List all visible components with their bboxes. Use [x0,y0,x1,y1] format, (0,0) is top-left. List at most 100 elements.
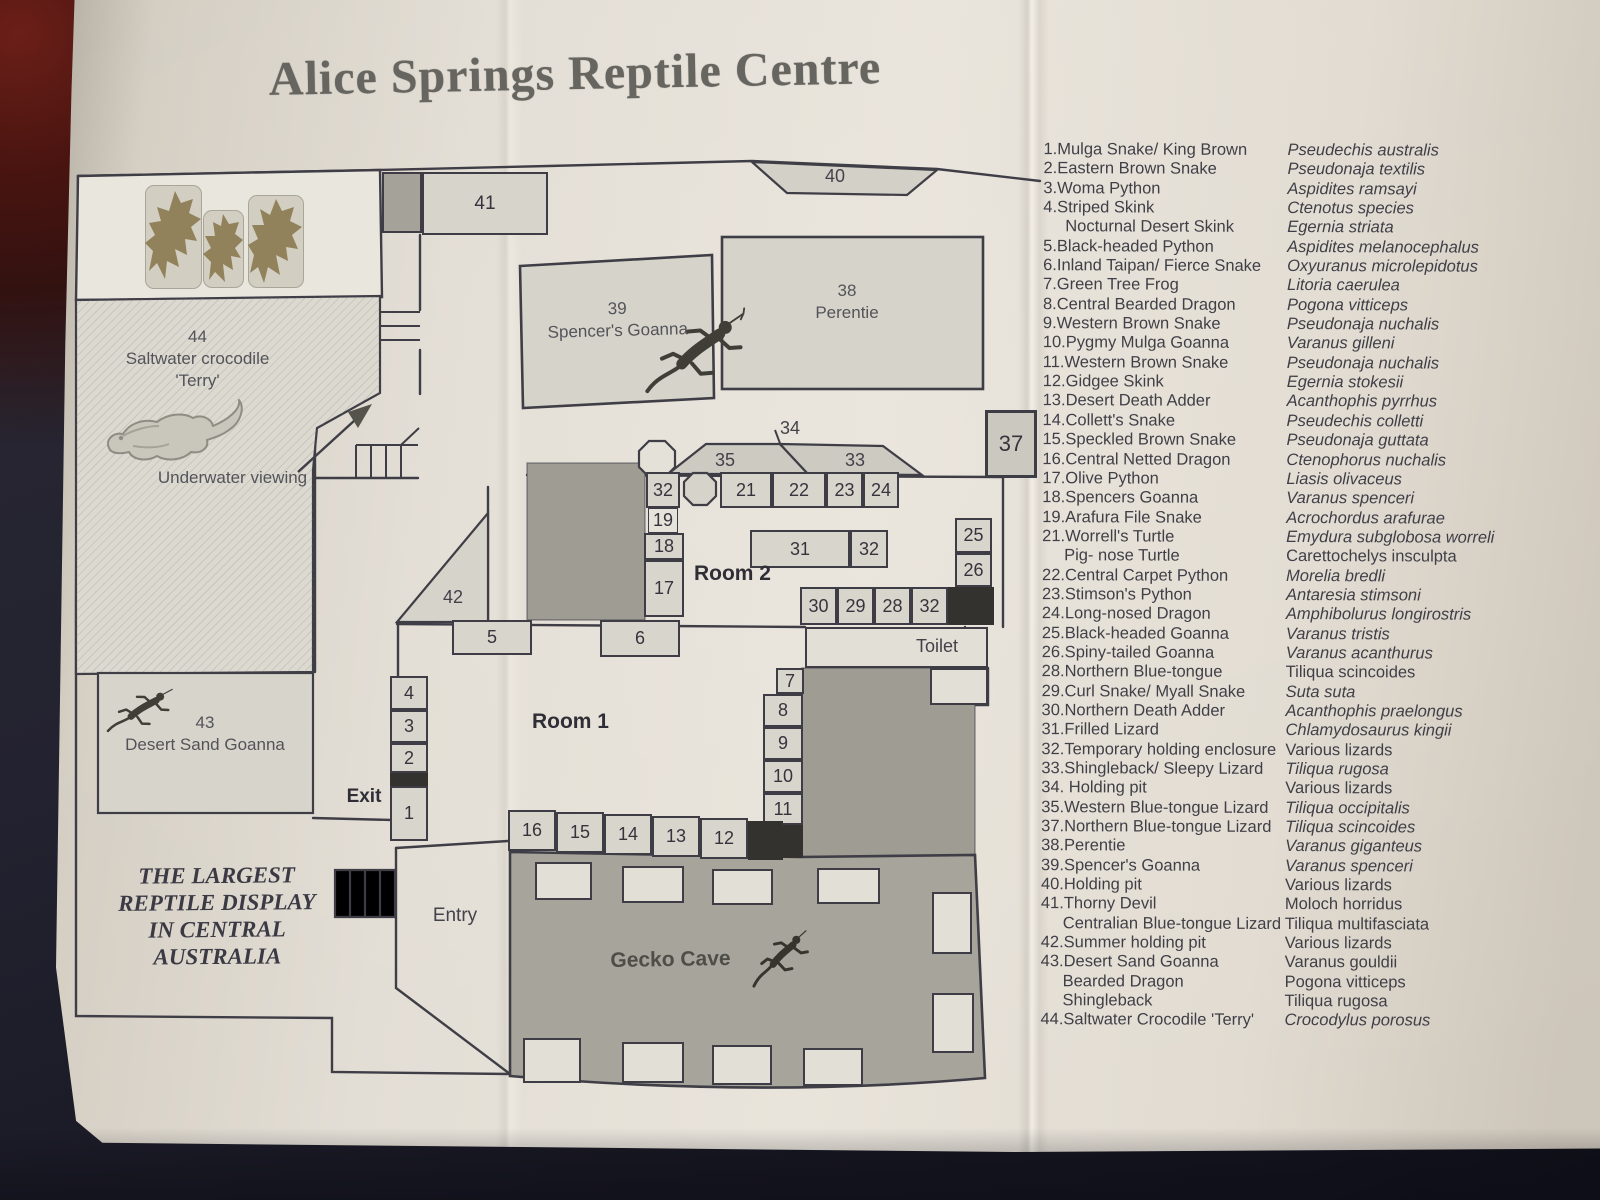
legend-row: 3.Woma Python Aspidites ramsayi [1043,179,1533,200]
species-scientific-name: Tiliqua occipitalis [1285,798,1410,818]
species-common-name: 39.Spencer's Goanna [1040,855,1201,875]
species-scientific-name: Pseudechis australis [1287,140,1439,160]
species-scientific-name: Carettochelys insculpta [1286,547,1457,566]
display-box [535,862,592,900]
enclosure-cell: 5 [452,620,532,655]
species-common-name: 21.Worrell's Turtle [1042,527,1175,546]
label-34: 34 [779,418,801,438]
species-scientific-name: Tiliqua rugosa [1284,992,1388,1011]
species-common-name: 26.Spiny-tailed Goanna [1041,643,1215,662]
display-box [622,1042,684,1083]
species-common-name: 32.Temporary holding enclosure [1041,739,1277,759]
label-33: 33 [844,450,866,470]
label-40: 40 [824,166,846,186]
species-common-name: 16.Central Netted Dragon [1042,449,1231,469]
species-scientific-name: Various lizards [1285,779,1393,798]
gecko-cave-label: Gecko Cave [610,946,731,973]
stairs-mid [355,427,420,477]
species-common-name: 15.Speckled Brown Snake [1042,430,1237,449]
enclosure-cell: 29 [837,587,874,625]
species-scientific-name: Varanus acanthurus [1285,643,1433,663]
species-scientific-name: Egernia stokesii [1286,373,1404,392]
legend-row: 37.Northern Blue-tongue Lizard Tiliqua sc… [1041,817,1531,838]
species-scientific-name: Varanus spenceri [1286,489,1415,508]
enclosure-cell: 3 [390,710,428,743]
species-common-name: 3.Woma Python [1043,178,1161,198]
species-scientific-name: Pogona vitticeps [1284,972,1406,992]
species-common-name: 28.Northern Blue-tongue [1041,662,1223,682]
label-42: 42 [442,587,464,607]
species-common-name: 5.Black-headed Python [1043,236,1214,256]
species-common-name: 29.Curl Snake/ Myall Snake [1041,681,1246,701]
room-1-label: Room 1 [531,710,609,733]
species-common-name: 38.Perentie [1041,836,1126,855]
species-scientific-name: Pseudonaja nuchalis [1286,353,1440,373]
species-scientific-name: Liasis olivaceus [1286,469,1402,489]
display-box [712,869,773,905]
species-common-name: 43.Desert Sand Goanna [1040,952,1219,972]
thorny-devil-photo [203,210,244,288]
legend-row: 13.Desert Death Adder Acanthophis pyrrhus [1043,392,1533,413]
entry-label: Entry [432,905,478,926]
enclosure-cell: 24 [863,472,899,508]
species-common-name: 42.Summer holding pit [1040,933,1206,952]
species-common-name: 12.Gidgee Skink [1042,372,1164,391]
species-common-name: 40.Holding pit [1040,875,1142,894]
species-scientific-name: Various lizards [1284,876,1392,895]
species-scientific-name: Tiliqua scincoides [1285,818,1416,837]
species-common-name: 6.Inland Taipan/ Fierce Snake [1043,256,1262,275]
area-38-label: 38 Perentie [815,281,879,322]
legend-row: 44.Saltwater Crocodile 'Terry'Crocodylus… [1040,1011,1530,1032]
enclosure-cell: 32 [911,587,948,625]
species-scientific-name: Pogona vitticeps [1286,295,1409,315]
species-scientific-name: Acanthophis praelongus [1285,701,1463,721]
slogan-line: REPTILE DISPLAY [118,889,316,916]
thorny-devil-photo [145,185,202,289]
slogan: THE LARGEST REPTILE DISPLAY IN CENTRAL A… [92,861,343,971]
legend-row: 42.Summer holding pit Various lizards [1041,933,1531,954]
species-common-name: Nocturnal Desert Skink [1065,217,1235,237]
enclosure-cell: 30 [800,587,837,625]
species-scientific-name: Acanthophis pyrrhus [1286,392,1438,411]
display-box [523,1038,581,1083]
species-scientific-name: Oxyuranus microlepidotus [1287,257,1478,276]
enclosure-cell: 1 [390,786,428,841]
legend-row: Bearded Dragon Pogona vitticeps [1041,972,1531,993]
enclosure-cell: 25 [955,518,992,553]
species-common-name: 37.Northern Blue-tongue Lizard [1041,817,1272,836]
species-scientific-name: Tiliqua rugosa [1285,759,1389,779]
species-common-name: Shingleback [1062,991,1153,1010]
octagon-enclosure [682,471,718,507]
species-scientific-name: Aspidites ramsayi [1287,179,1417,199]
species-common-name: Bearded Dragon [1062,972,1184,991]
species-scientific-name: Antaresia stimsoni [1285,585,1421,605]
species-common-name: 30.Northern Death Adder [1041,701,1226,720]
species-common-name: 24.Long-nosed Dragon [1041,604,1211,623]
dark-block-a [526,462,646,621]
enclosure-cell: 28 [874,587,911,625]
species-common-name: 13.Desert Death Adder [1042,391,1211,411]
enclosure-37: 37 [985,410,1037,478]
species-scientific-name: Varanus gouldii [1284,953,1398,972]
species-scientific-name: Varanus tristis [1285,624,1390,643]
enclosure-cell: 23 [826,472,863,508]
enclosure-cell: 4 [390,676,428,710]
species-common-name: 8.Central Bearded Dragon [1042,294,1236,314]
species-scientific-name: Suta suta [1285,682,1356,701]
display-box [932,993,974,1053]
species-scientific-name: Moloch horridus [1284,895,1403,914]
enclosure-cell: 32 [850,530,888,568]
species-scientific-name: Various lizards [1284,934,1392,953]
